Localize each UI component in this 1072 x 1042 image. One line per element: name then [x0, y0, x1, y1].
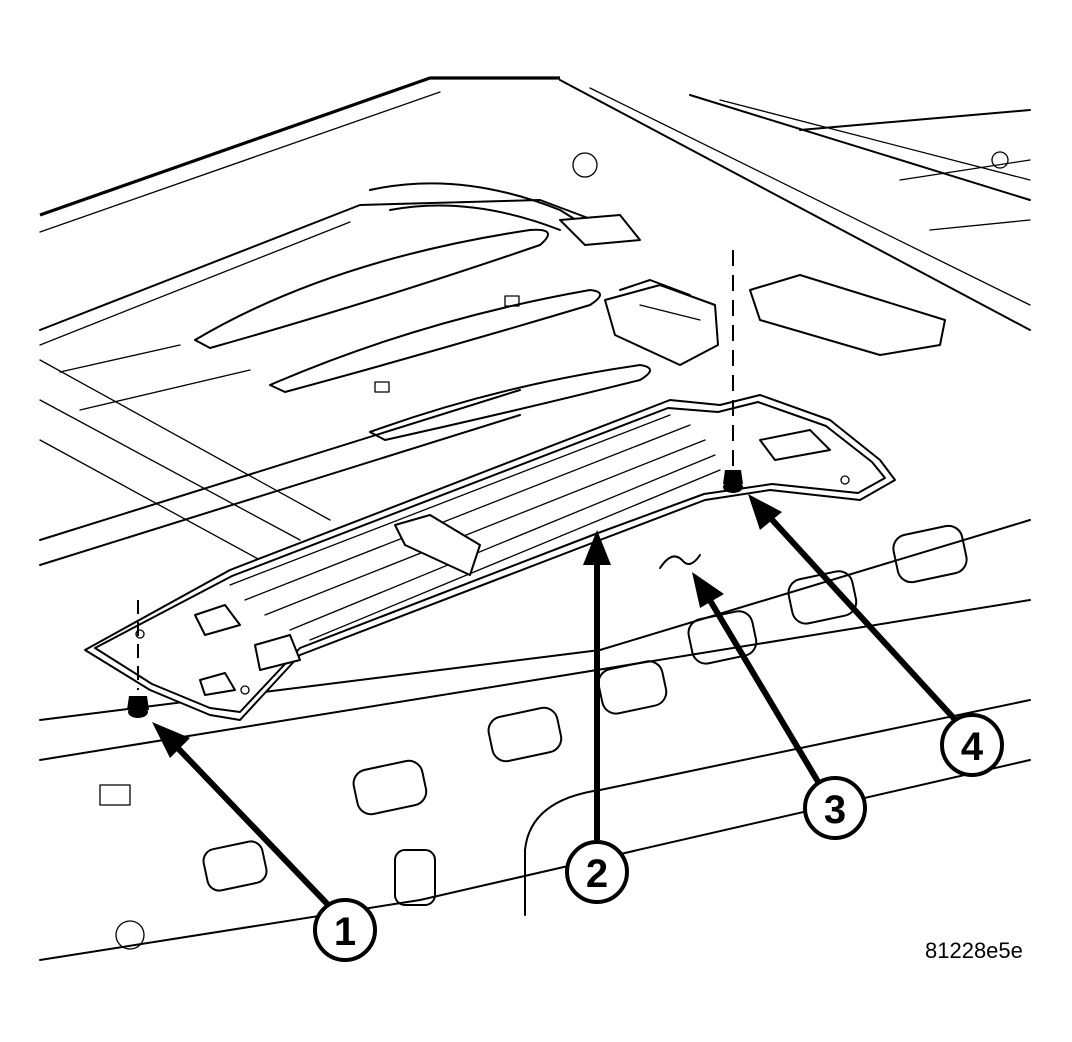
floor-edge-marker	[659, 554, 701, 569]
callout-4: 4	[748, 494, 1004, 777]
callout-4-label: 4	[961, 725, 984, 769]
callout-1-label: 1	[334, 910, 356, 954]
callout-1: 1	[152, 722, 377, 962]
vehicle-floor-pan	[39, 76, 1031, 961]
callout-2-label: 2	[586, 852, 608, 896]
figure-id-label: 81228e5e	[925, 938, 1023, 963]
floor-cover-panel	[84, 394, 896, 721]
fastener-nut-left	[127, 600, 149, 718]
callout-2: 2	[565, 530, 629, 904]
callout-3: 3	[692, 572, 867, 840]
fastener-nut-right	[723, 250, 743, 493]
callout-3-label: 3	[824, 788, 846, 832]
